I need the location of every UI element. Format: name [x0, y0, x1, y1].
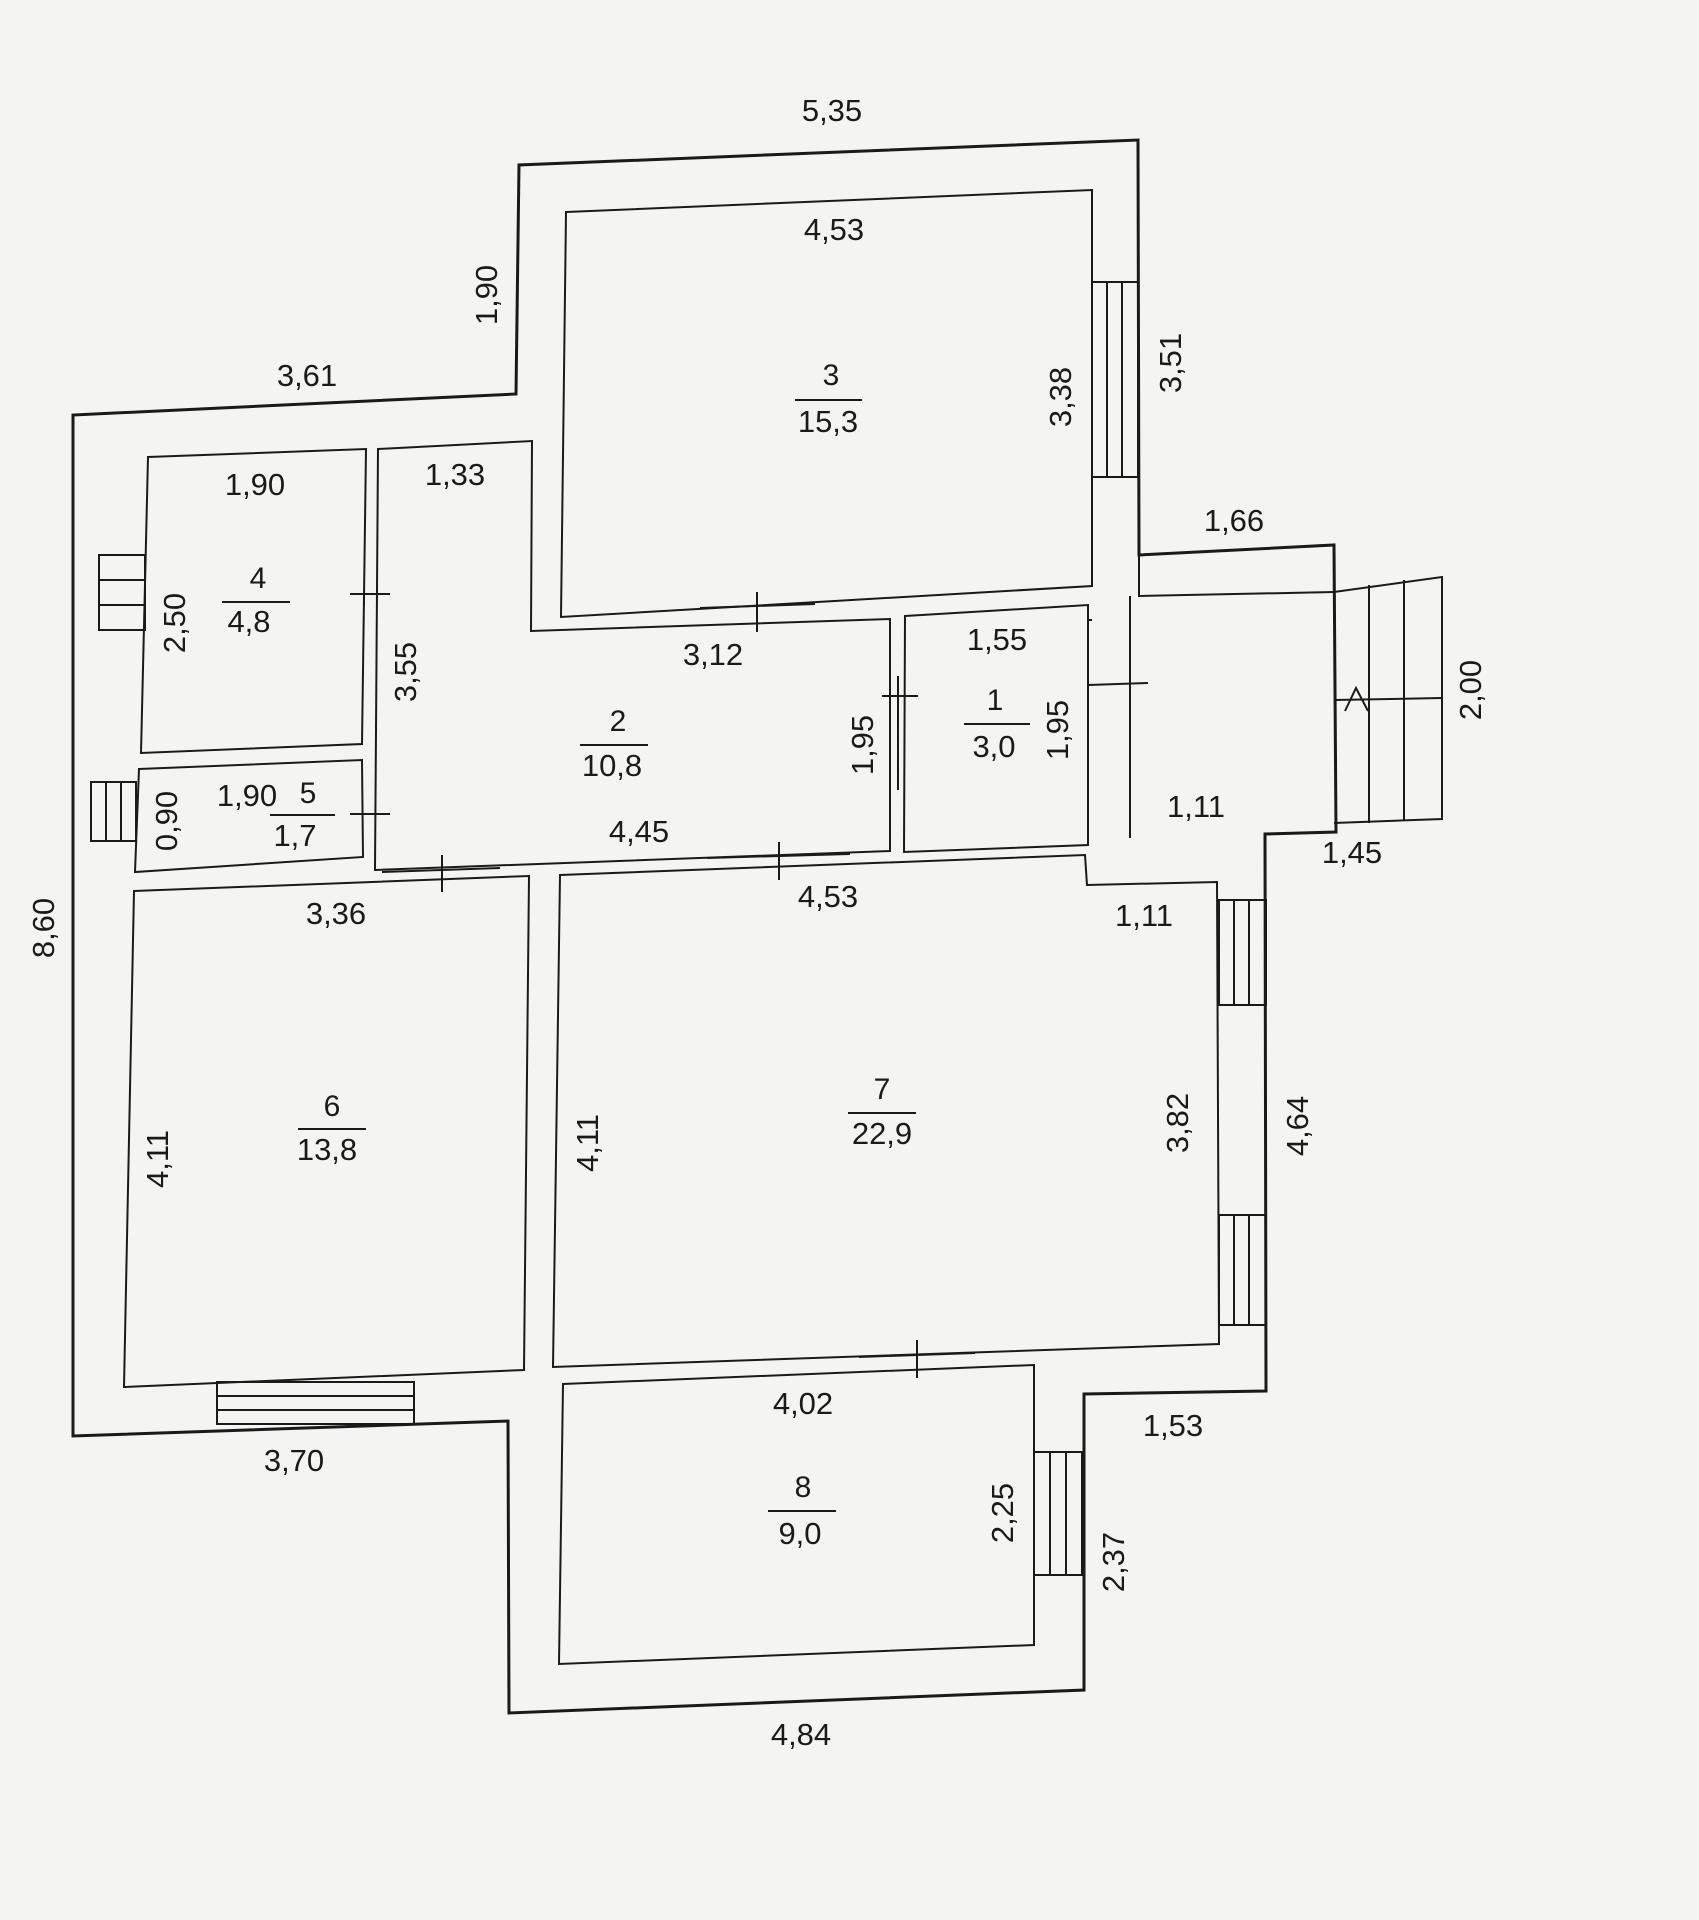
room-2-area: 10,8: [582, 748, 642, 783]
room-3-area: 15,3: [798, 404, 858, 439]
room-1-number: 1: [987, 684, 1004, 717]
stair-arrow-icon: [1344, 685, 1369, 712]
dim-bottom-4-84: 4,84: [771, 1717, 831, 1752]
dim-porch-1-11: 1,11: [1167, 789, 1225, 824]
dim-room-3-3-38: 3,38: [1043, 367, 1078, 427]
window-room-3: [1091, 281, 1139, 478]
dim-room-2-1-95: 1,95: [845, 715, 880, 775]
window-room-5: [90, 781, 137, 842]
dim-porch-1-66: 1,66: [1204, 503, 1264, 538]
room-4-wall: [139, 447, 368, 755]
window-room-8: [1033, 1451, 1083, 1576]
window-room-7-upper: [1218, 899, 1267, 1006]
dim-room-7-4-11: 4,11: [570, 1114, 605, 1172]
dim-bottom-3-70: 3,70: [264, 1443, 324, 1478]
dim-room-3-4-53: 4,53: [804, 212, 864, 247]
room-8-number: 8: [795, 1471, 812, 1504]
dim-room-7-4-53: 4,53: [798, 879, 858, 914]
room-8-wall: [557, 1363, 1035, 1666]
room-2-number: 2: [610, 705, 627, 738]
room-1-wall: [902, 603, 1089, 854]
room-6-area: 13,8: [297, 1132, 357, 1167]
room-3-wall: [559, 188, 1093, 619]
dim-porch-2-00: 2,00: [1453, 660, 1488, 720]
room-5-label: 5 1,7: [270, 777, 335, 853]
room-2-wall: [373, 439, 891, 872]
dim-porch-1-45: 1,45: [1322, 835, 1382, 870]
dim-top-5-35: 5,35: [802, 93, 862, 128]
dim-room-2-3-12: 3,12: [683, 637, 743, 672]
window-room-4: [98, 554, 146, 631]
door-marks: [350, 592, 1149, 1378]
room-5-number: 5: [300, 777, 317, 810]
room-6-wall: [122, 874, 531, 1389]
dim-room-6-4-11: 4,11: [140, 1130, 175, 1188]
outer-wall-outline: [71, 138, 1338, 1715]
room-7-wall: [551, 853, 1221, 1369]
dim-room-4-2-50: 2,50: [157, 593, 192, 653]
dim-room-7-1-11: 1,11: [1115, 898, 1173, 933]
room-1-label: 1 3,0: [964, 684, 1030, 764]
dim-room-7-3-82: 3,82: [1160, 1093, 1195, 1153]
dim-left-8-60: 8,60: [26, 898, 61, 958]
porch-wall: [1138, 555, 1335, 598]
room-7-label: 7 22,9: [848, 1073, 916, 1151]
stair-steps: [1333, 580, 1443, 823]
window-room-7-lower: [1218, 1214, 1267, 1326]
dim-room-2-3-55: 3,55: [388, 642, 423, 702]
room-8-label: 8 9,0: [768, 1471, 836, 1551]
dim-top-3-61: 3,61: [277, 358, 337, 393]
room-4-label: 4 4,8: [222, 562, 290, 639]
room-3-label: 3 15,3: [795, 359, 862, 439]
dim-room-2-4-45: 4,45: [609, 814, 669, 849]
room-6-number: 6: [324, 1090, 341, 1123]
room-8-area: 9,0: [778, 1516, 821, 1551]
dim-left-1-90: 1,90: [469, 265, 504, 325]
room-4-number: 4: [250, 562, 267, 595]
dim-room-5-1-90: 1,90: [217, 778, 277, 813]
room-4-area: 4,8: [227, 604, 270, 639]
dim-room-5-0-90: 0,90: [149, 791, 184, 851]
dim-right-4-64: 4,64: [1280, 1096, 1315, 1156]
dim-room-1-1-95: 1,95: [1040, 700, 1075, 760]
dim-room-6-3-36: 3,36: [306, 896, 366, 931]
room-3-number: 3: [823, 359, 840, 392]
room-1-area: 3,0: [972, 729, 1015, 764]
dim-right-3-51: 3,51: [1153, 333, 1188, 393]
window-room-6: [216, 1381, 415, 1425]
room-2-label: 2 10,8: [580, 705, 648, 783]
dim-room-4-1-90: 1,90: [225, 467, 285, 502]
dim-room-2-1-33: 1,33: [425, 457, 485, 492]
dim-room-1-1-55: 1,55: [967, 622, 1027, 657]
room-7-area: 22,9: [852, 1116, 912, 1151]
dim-room-8-2-25: 2,25: [985, 1483, 1020, 1543]
room-5-area: 1,7: [273, 818, 316, 853]
room-6-label: 6 13,8: [297, 1090, 366, 1167]
room-7-number: 7: [874, 1073, 891, 1106]
dim-right-1-53: 1,53: [1143, 1408, 1203, 1443]
dim-right-2-37: 2,37: [1096, 1532, 1131, 1592]
dim-room-8-4-02: 4,02: [773, 1386, 833, 1421]
